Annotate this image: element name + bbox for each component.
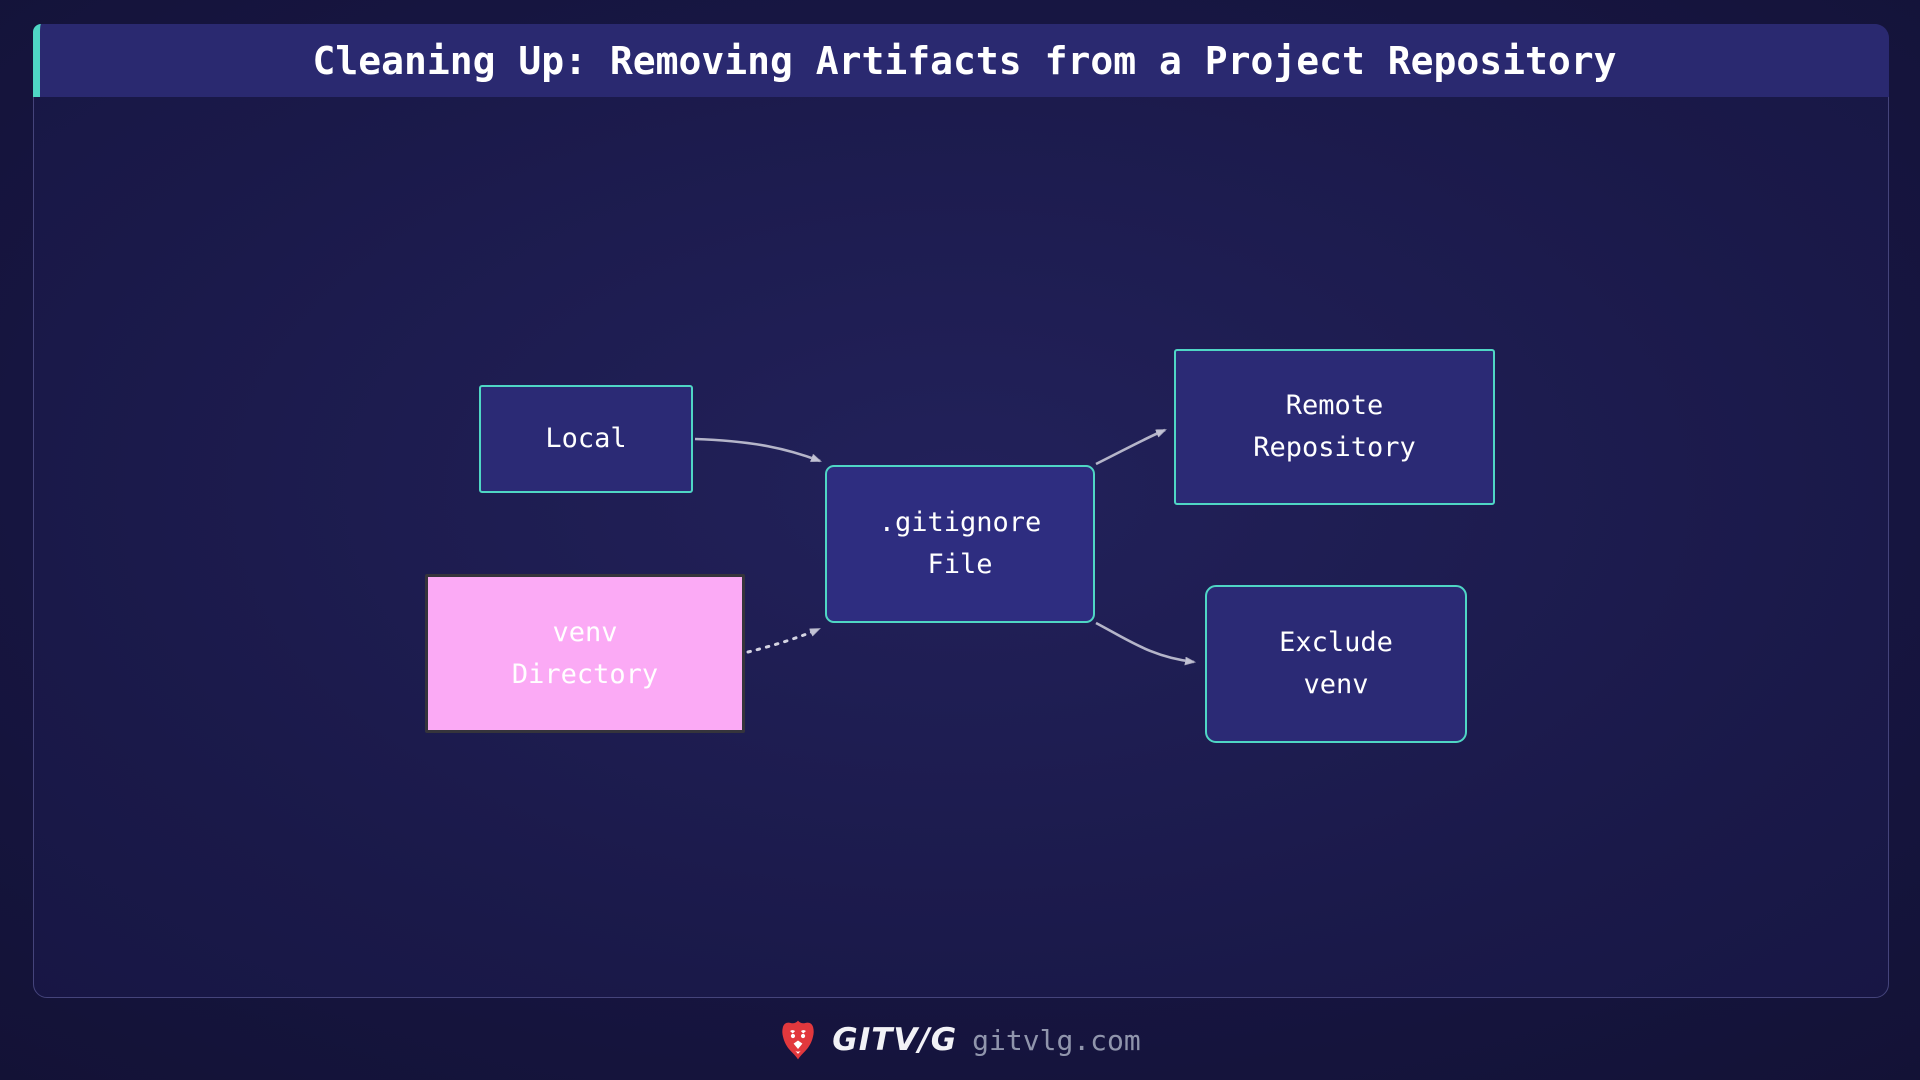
node-label: Remote [1285, 390, 1384, 421]
node-local: Local [479, 385, 693, 493]
lion-logo-icon [782, 1020, 814, 1060]
node-label: Repository [1253, 432, 1416, 463]
node-label: Local [545, 423, 627, 454]
node-label: venv [552, 616, 618, 648]
node-label: venv [1303, 669, 1369, 700]
node-remote-repository: Remote Repository [1174, 349, 1495, 505]
title-bar: Cleaning Up: Removing Artifacts from a P… [33, 24, 1889, 97]
node-label: File [927, 549, 993, 580]
node-label: .gitignore [878, 507, 1042, 538]
node-exclude-venv: Exclude venv [1205, 585, 1467, 743]
site-url: gitvlg.com [972, 1023, 1141, 1057]
node-label: Directory [511, 658, 659, 690]
footer: GITV/G gitvlg.com [0, 1012, 1920, 1068]
node-venv-directory: venv Directory [425, 574, 745, 733]
page-title: Cleaning Up: Removing Artifacts from a P… [312, 38, 1617, 83]
brand-name: GITV/G [832, 1022, 958, 1058]
node-gitignore-file: .gitignore File [825, 465, 1095, 623]
node-label: Exclude [1279, 627, 1393, 658]
